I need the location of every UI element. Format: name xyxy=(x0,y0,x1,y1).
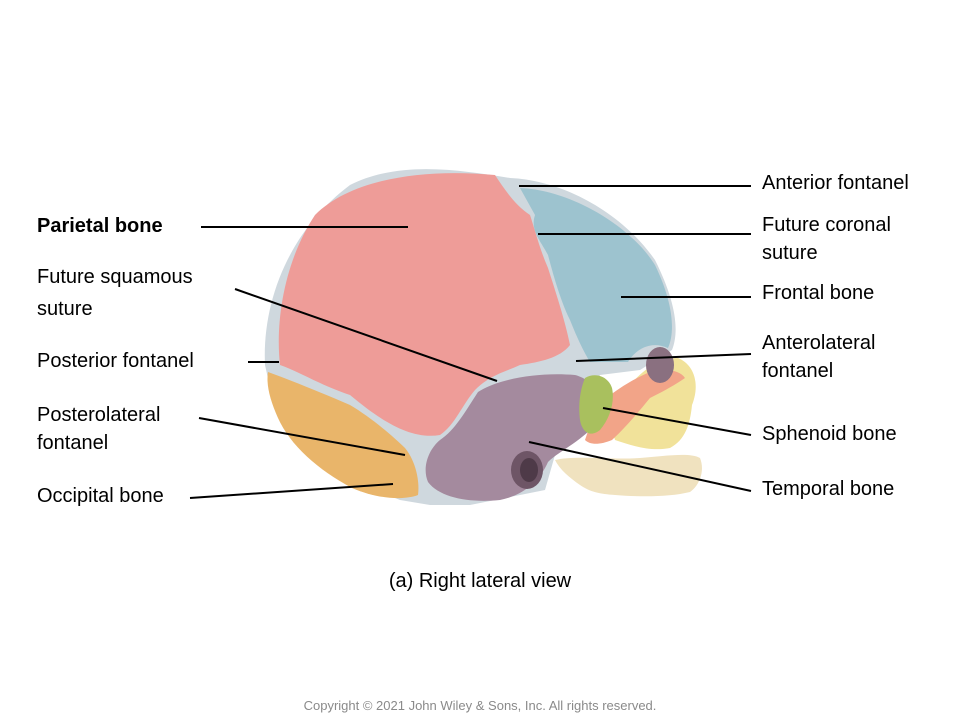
label-temporal-bone: Temporal bone xyxy=(762,478,895,500)
occipital-bone-shape xyxy=(267,372,419,499)
label-posterolateral-fontanel-line1: Posterolateral xyxy=(37,404,161,426)
label-future-coronal-suture-line2: suture xyxy=(762,242,818,264)
label-parietal-bone: Parietal bone xyxy=(37,215,163,237)
label-posterior-fontanel: Posterior fontanel xyxy=(37,350,194,372)
label-occipital-bone: Occipital bone xyxy=(37,485,164,507)
label-anterolateral-fontanel-line2: fontanel xyxy=(762,360,834,382)
frontal-bone-shape xyxy=(520,188,672,362)
label-anterior-fontanel: Anterior fontanel xyxy=(762,172,909,194)
ear-canal-inner xyxy=(520,458,538,482)
label-frontal-bone: Frontal bone xyxy=(762,282,875,304)
label-sphenoid-bone: Sphenoid bone xyxy=(762,423,897,445)
label-anterolateral-fontanel-line1: Anterolateral xyxy=(762,332,876,354)
copyright-notice: Copyright © 2021 John Wiley & Sons, Inc.… xyxy=(303,698,657,713)
leader-occipital-bone xyxy=(189,483,394,499)
leader-anterolateral-fontanel xyxy=(575,353,752,362)
zygomatic-shape xyxy=(585,370,685,444)
mandible-shape xyxy=(555,454,702,497)
orbit xyxy=(646,347,674,383)
leader-posterolateral-fontanel xyxy=(198,417,406,456)
leader-lines xyxy=(189,185,752,499)
label-posterolateral-fontanel-line2: fontanel xyxy=(37,432,109,454)
label-future-coronal-suture-line1: Future coronal xyxy=(762,214,891,236)
label-future-squamous-suture-line1: Future squamous xyxy=(37,266,193,288)
label-future-squamous-suture-line2: suture xyxy=(37,298,93,320)
sphenoid-bone-shape xyxy=(579,375,613,434)
leader-temporal-bone xyxy=(528,441,752,492)
figure-caption: (a) Right lateral view xyxy=(388,570,572,592)
leader-sphenoid-bone xyxy=(602,407,752,436)
leader-future-squamous-suture xyxy=(234,288,498,382)
parietal-bone-shape xyxy=(278,173,570,436)
temporal-bone-shape xyxy=(425,374,601,501)
